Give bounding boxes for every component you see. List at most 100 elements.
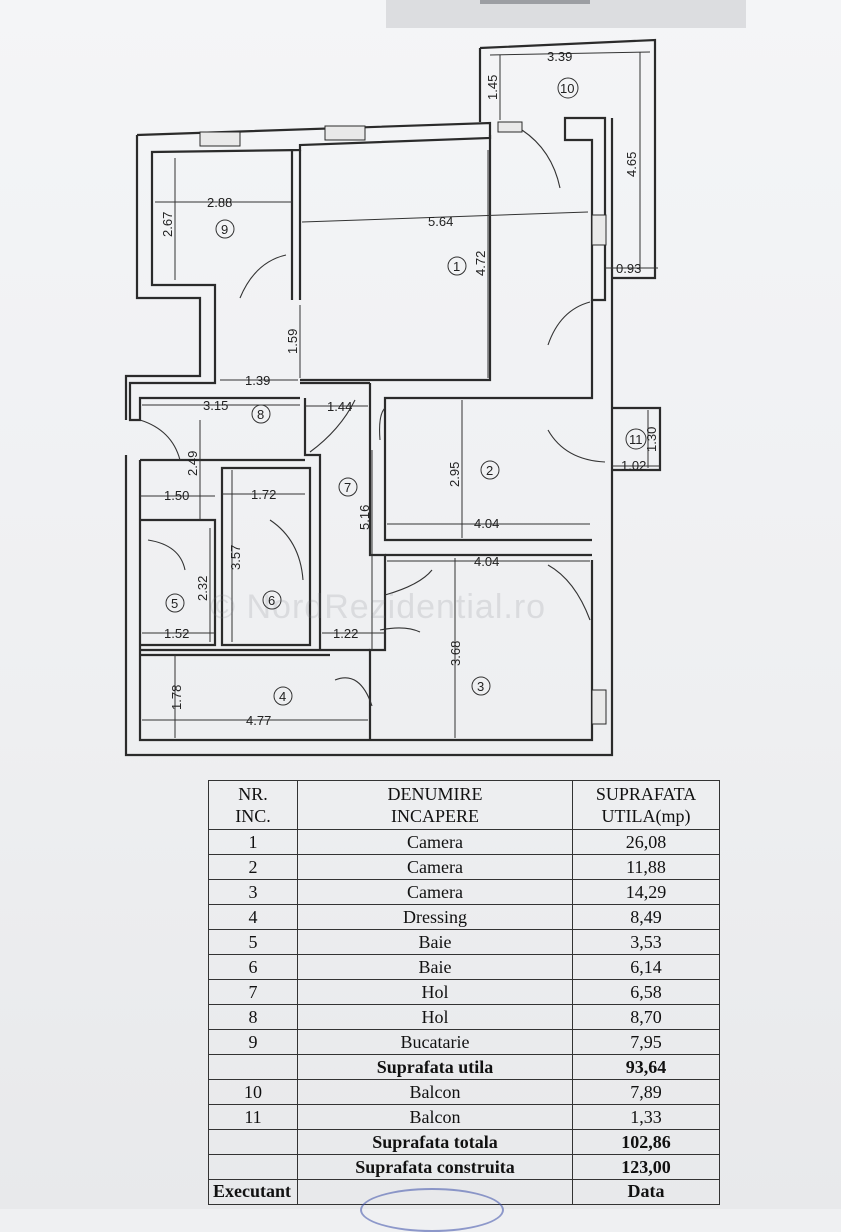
row-nr: 9 [208,1029,298,1055]
stamp-seal [360,1188,504,1232]
row-area: 102,86 [572,1129,720,1155]
row-area: 11,88 [572,854,720,880]
row-area: 8,49 [572,904,720,930]
dim-2-49: 2.49 [185,451,200,476]
floor-plan: 3.39 1.45 4.65 0.93 2.88 2.67 5.64 4.72 … [124,38,662,757]
row-area: 8,70 [572,1004,720,1030]
dim-2-67: 2.67 [160,212,175,237]
interior-walls [140,300,662,740]
room-label-4: 4 [279,689,286,704]
dim-1-22: 1.22 [333,626,358,641]
row-name: Camera [297,854,573,880]
room-label-1: 1 [453,259,460,274]
row-nr: 1 [208,829,298,855]
dim-4-04-a: 4.04 [474,516,499,531]
row-area: 14,29 [572,879,720,905]
row-name: Balcon [297,1104,573,1130]
row-name: Suprafata utila [297,1054,573,1080]
dimension-labels: 3.39 1.45 4.65 0.93 2.88 2.67 5.64 4.72 … [160,49,659,728]
row-name: Bucatarie [297,1029,573,1055]
footer-data: Data [572,1179,720,1205]
dim-5-64: 5.64 [428,214,453,229]
row-nr: 8 [208,1004,298,1030]
row-nr [208,1154,298,1180]
dim-2-32: 2.32 [195,576,210,601]
dim-3-39: 3.39 [547,49,572,64]
dim-2-95: 2.95 [447,462,462,487]
row-nr: 5 [208,929,298,955]
dim-1-52: 1.52 [164,626,189,641]
row-name: Suprafata construita [297,1154,573,1180]
row-nr: 3 [208,879,298,905]
dim-1-30: 1.30 [644,427,659,452]
dimension-lines [140,51,660,738]
window-room1-side [591,214,607,246]
dim-3-15: 3.15 [203,398,228,413]
room-label-11: 11 [629,432,643,447]
row-name: Hol [297,979,573,1005]
row-nr: 6 [208,954,298,980]
row-area: 93,64 [572,1054,720,1080]
dim-5-16: 5.16 [357,505,372,530]
top-scan-strip [386,0,746,28]
row-name: Baie [297,929,573,955]
room-label-3: 3 [477,679,484,694]
dim-1-59: 1.59 [285,329,300,354]
room-label-10: 10 [560,81,574,96]
row-nr [208,1129,298,1155]
room-label-7: 7 [344,480,351,495]
row-area: 3,53 [572,929,720,955]
balcony-10-walls [478,38,657,552]
outer-walls [124,121,614,757]
row-area: 7,95 [572,1029,720,1055]
room-label-2: 2 [486,463,493,478]
row-name: Camera [297,829,573,855]
dim-1-78: 1.78 [169,685,184,710]
window-room1 [324,125,366,141]
row-area: 6,58 [572,979,720,1005]
row-nr [208,1054,298,1080]
room-label-6: 6 [268,593,275,608]
dim-1-72: 1.72 [251,487,276,502]
row-name: Dressing [297,904,573,930]
dim-3-68: 3.68 [448,641,463,666]
row-name: Baie [297,954,573,980]
room-label-8: 8 [257,407,264,422]
row-area: 123,00 [572,1154,720,1180]
dim-4-65: 4.65 [624,152,639,177]
room-label-9: 9 [221,222,228,237]
room-label-5: 5 [171,596,178,611]
room-number-markers: 1 2 3 4 5 6 7 8 9 10 11 [165,77,647,706]
dim-0-93: 0.93 [616,261,641,276]
row-area: 7,89 [572,1079,720,1105]
window-balcony [497,121,523,133]
door-swings [139,129,606,707]
footer-executant: Executant [208,1179,298,1205]
dim-1-02: 1.02 [621,458,646,473]
row-name: Suprafata totala [297,1129,573,1155]
row-name: Balcon [297,1079,573,1105]
dim-4-04-b: 4.04 [474,554,499,569]
row-area: 26,08 [572,829,720,855]
row-name: Camera [297,879,573,905]
row-area: 1,33 [572,1104,720,1130]
top-scan-mark [480,0,590,4]
header-nr: NR.INC. [208,780,298,830]
